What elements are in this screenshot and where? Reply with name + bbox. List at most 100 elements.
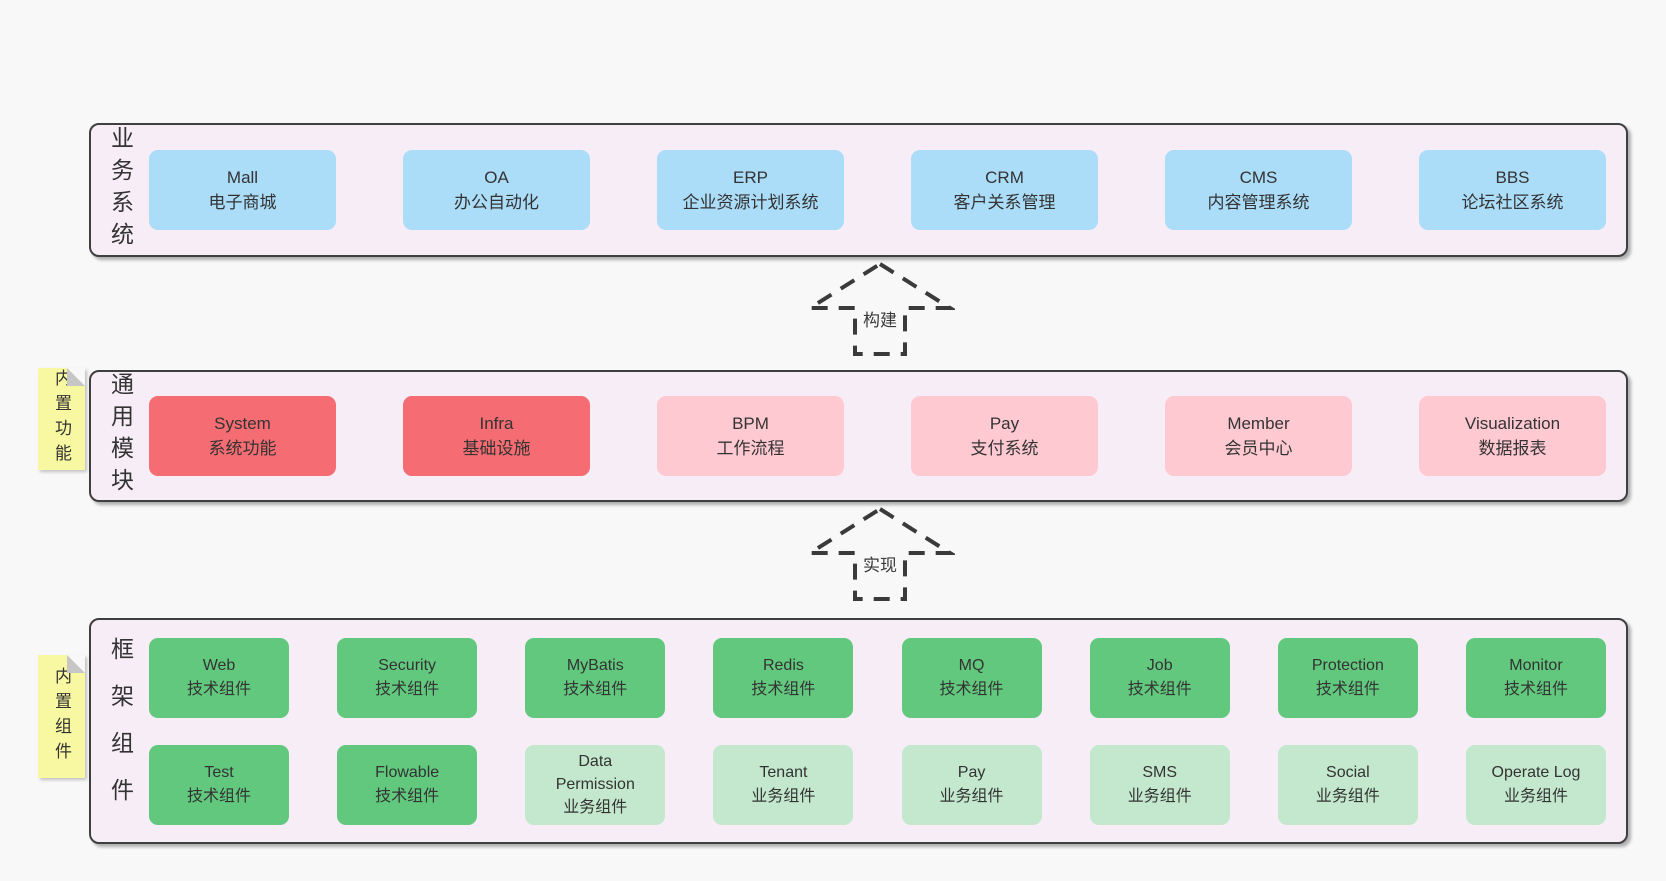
module-name: CMS xyxy=(1239,167,1278,187)
module-box-protection: Protection 技术组件 xyxy=(1277,637,1418,718)
band-label: 框架组件 xyxy=(91,620,149,842)
module-name: OA xyxy=(484,167,509,187)
module-name: SMS xyxy=(1142,764,1178,782)
module-name: BBS xyxy=(1495,167,1530,187)
module-name: MQ xyxy=(958,657,985,675)
module-subtitle: 技术组件 xyxy=(563,680,628,698)
module-subtitle: 业务组件 xyxy=(1315,787,1380,805)
module-subtitle: 企业资源计划系统 xyxy=(682,193,819,212)
module-name: Pay xyxy=(957,764,986,782)
module-subtitle: 技术组件 xyxy=(1315,680,1380,698)
module-name: System xyxy=(214,413,271,433)
dashed-up-arrow-icon xyxy=(805,261,955,356)
module-box-operate-log: Operate Log 业务组件 xyxy=(1465,744,1606,825)
module-subtitle: 工作流程 xyxy=(716,439,785,458)
module-box-bpm: BPM 工作流程 xyxy=(657,396,844,476)
module-name: Mall xyxy=(226,167,259,187)
sticky-note-framework-components: 内置组件 xyxy=(38,655,85,778)
module-subtitle: 业务组件 xyxy=(563,799,628,817)
module-box-web: Web 技术组件 xyxy=(149,637,289,718)
module-subtitle: 客户关系管理 xyxy=(953,193,1056,212)
sticky-note-common-modules: 内置功能 xyxy=(38,368,85,470)
module-subtitle: 办公自动化 xyxy=(454,193,539,212)
module-subtitle: 技术组件 xyxy=(939,680,1004,698)
module-box-pay: Pay 支付系统 xyxy=(911,396,1098,476)
module-subtitle: 电子商城 xyxy=(208,193,277,212)
module-box-visualization: Visualization 数据报表 xyxy=(1419,396,1606,476)
arrow-implement-label: 实现 xyxy=(859,550,901,577)
module-subtitle: 业务组件 xyxy=(751,787,816,805)
module-name: Pay xyxy=(989,413,1020,433)
module-box-flowable: Flowable 技术组件 xyxy=(337,744,478,825)
sticky-note-text: 内置组件 xyxy=(52,666,71,767)
module-box-redis: Redis 技术组件 xyxy=(713,637,854,718)
arrow-implement: 实现 xyxy=(805,503,955,603)
module-box-infra: Infra 基础设施 xyxy=(403,396,590,476)
sticky-note-text: 内置功能 xyxy=(52,369,71,469)
module-name: Flowable xyxy=(375,764,440,782)
dashed-up-arrow-icon xyxy=(805,506,955,601)
module-box-system: System 系统功能 xyxy=(149,396,336,476)
module-subtitle: 技术组件 xyxy=(186,787,251,805)
module-name: Protection xyxy=(1311,657,1384,675)
arrow-build: 构建 xyxy=(805,258,955,358)
module-subtitle: 业务组件 xyxy=(1503,787,1568,805)
module-box-member: Member 会员中心 xyxy=(1165,396,1352,476)
module-subtitle: 技术组件 xyxy=(186,680,251,698)
module-name: Test xyxy=(204,764,234,782)
module-box-oa: OA 办公自动化 xyxy=(403,150,590,230)
module-box-erp: ERP 企业资源计划系统 xyxy=(657,150,844,230)
module-box-mq: MQ 技术组件 xyxy=(901,637,1042,718)
module-name: ERP xyxy=(733,167,768,187)
module-subtitle: 论坛社区系统 xyxy=(1461,193,1564,212)
module-subtitle: 支付系统 xyxy=(970,439,1039,458)
band-row: System 系统功能 Infra 基础设施 BPM 工作流程 Pay 支付系统 Member 会… xyxy=(149,396,1606,476)
module-name: Job xyxy=(1146,657,1173,675)
module-subtitle: 技术组件 xyxy=(375,787,440,805)
band-label-text: 业务系统 xyxy=(107,126,134,254)
note-fold-icon xyxy=(67,655,85,673)
module-subtitle: 技术组件 xyxy=(751,680,816,698)
module-name: Visualization xyxy=(1464,413,1561,433)
module-name: Web xyxy=(202,657,236,675)
module-subtitle: 技术组件 xyxy=(1503,680,1568,698)
arrow-build-label: 构建 xyxy=(859,305,901,332)
band-label: 通用模块 xyxy=(91,372,149,500)
module-box-mall: Mall 电子商城 xyxy=(149,150,336,230)
module-subtitle: 技术组件 xyxy=(375,680,440,698)
module-name: Redis xyxy=(762,657,804,675)
module-box-monitor: Monitor 技术组件 xyxy=(1465,637,1606,718)
module-name: CRM xyxy=(985,167,1024,187)
module-name: Infra xyxy=(479,413,514,433)
module-box-test: Test 技术组件 xyxy=(149,744,289,825)
module-name: MyBatis xyxy=(566,657,624,675)
module-name: Monitor xyxy=(1509,657,1563,675)
module-subtitle: 会员中心 xyxy=(1224,439,1293,458)
module-name: Tenant xyxy=(759,764,808,782)
module-box-job: Job 技术组件 xyxy=(1089,637,1230,718)
module-name: Security xyxy=(378,657,437,675)
module-box-bbs: BBS 论坛社区系统 xyxy=(1419,150,1606,230)
module-name: Operate Log xyxy=(1491,764,1581,782)
band-label-text: 框架组件 xyxy=(107,637,134,825)
module-subtitle: 技术组件 xyxy=(1127,680,1192,698)
module-name: BPM xyxy=(732,413,769,433)
note-fold-icon xyxy=(67,368,85,386)
module-subtitle: 系统功能 xyxy=(208,439,277,458)
module-name: Member xyxy=(1227,413,1290,433)
module-box-mybatis: MyBatis 技术组件 xyxy=(525,637,666,718)
band-label: 业务系统 xyxy=(91,125,149,255)
module-subtitle: 数据报表 xyxy=(1478,439,1547,458)
module-box-crm: CRM 客户关系管理 xyxy=(911,150,1098,230)
band-common-modules: 通用模块 System 系统功能 Infra 基础设施 BPM 工作流程 Pay 支付系统 Mem… xyxy=(89,370,1628,502)
module-subtitle: 基础设施 xyxy=(462,439,531,458)
